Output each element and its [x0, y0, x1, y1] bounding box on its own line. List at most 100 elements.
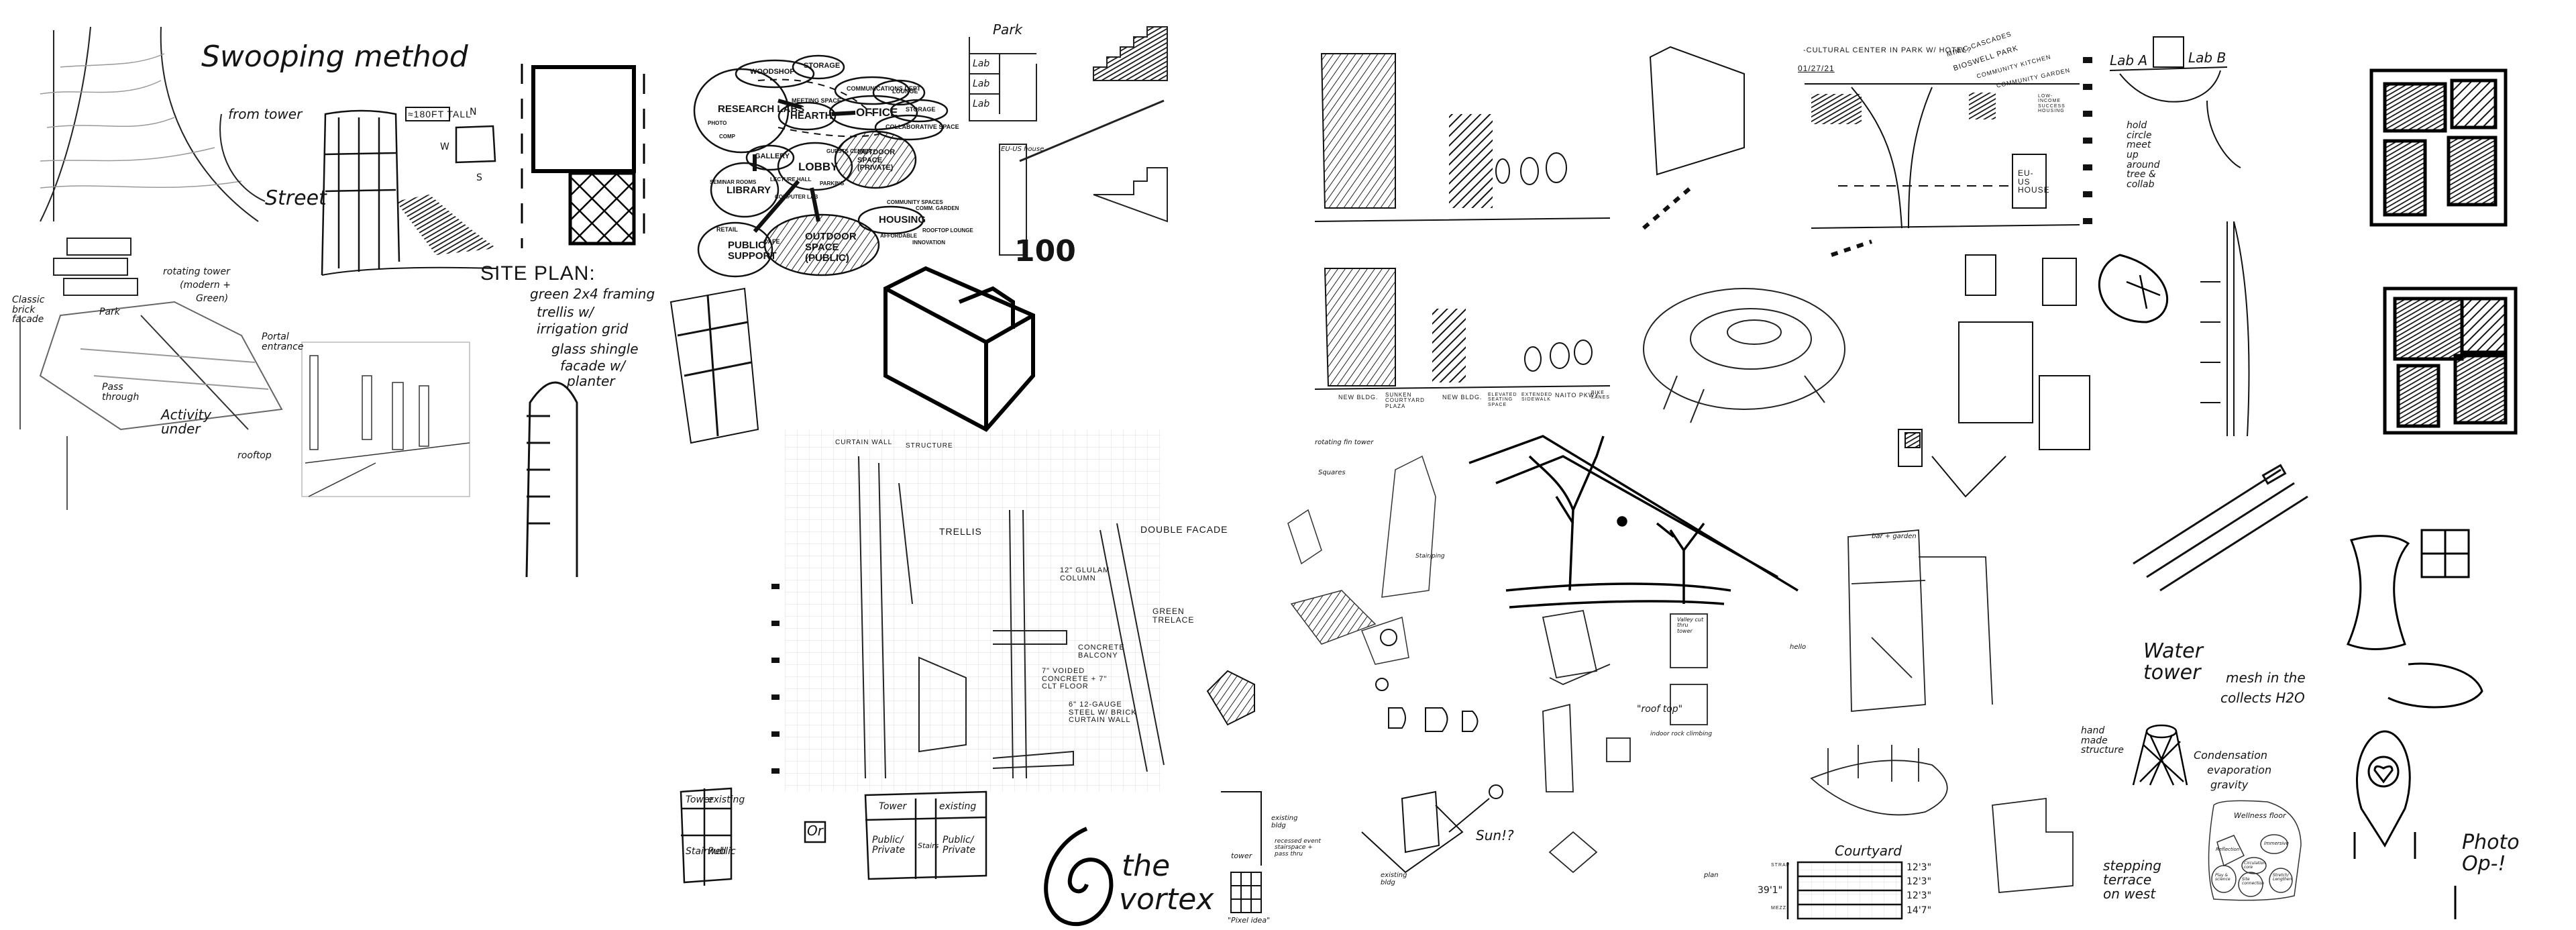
stepped-massing-sketch	[1810, 529, 2074, 893]
bubble-retail: Retail	[716, 226, 738, 233]
diagram-or: Or	[807, 823, 823, 839]
notebook-binding-right	[2083, 57, 2092, 224]
from-tower-label: from tower	[228, 106, 303, 122]
brick-facade-label: Classic brick facade	[12, 295, 45, 325]
pass-through-label: Pass through	[102, 382, 140, 403]
rotating-tower-label-2: (modern +	[180, 280, 231, 291]
portal-entrance-label: Portal entrance	[262, 331, 304, 352]
street-sunken-plaza: SUNKEN COURTYARD PLAZA	[1385, 392, 1425, 409]
bubble-woodshop: Woodshop	[750, 68, 795, 76]
climbing-tower-sketches	[1542, 609, 1708, 874]
bubble-gallery: Gallery	[755, 152, 790, 160]
bubble-storage-top: Storage	[804, 62, 841, 70]
wellness-site: Site connection	[2242, 877, 2265, 886]
wall-section-sketch	[785, 429, 1165, 792]
location-pin-heart-sketch	[2353, 730, 2457, 919]
section-euus-label: EU-US house	[1001, 146, 1044, 153]
cultural-question: -CULTURAL CENTER IN PARK W/ HOTEL?	[1803, 46, 1972, 54]
double-facade-label: Double facade	[1140, 524, 1228, 535]
bubble-comp: Comp	[719, 134, 735, 140]
floor-height-2: 12'3"	[1907, 876, 1932, 887]
lab-section-sketch	[969, 26, 1168, 256]
west-label: W	[440, 142, 449, 152]
site-plan-line2: trellis w/	[537, 304, 594, 320]
gravity-label: gravity	[2210, 778, 2249, 791]
sun-study-sketch	[1206, 629, 1503, 913]
diagram-public: Public	[708, 846, 736, 857]
bar-garden-label: bar + garden	[1872, 533, 1917, 540]
existing-bldg-label-2: existing bldg	[1271, 815, 1298, 829]
valley-cut-label: Valley cut thru tower	[1677, 617, 1704, 634]
diagram-existing: existing	[708, 794, 745, 805]
hatched-plan-squares	[2369, 68, 2518, 435]
diagram-existing-2: existing	[939, 801, 977, 812]
bubble-outdoor-private: Outdoor Space (Private)	[857, 148, 896, 172]
notebook-binding-left	[771, 584, 780, 774]
street-new-bldg-2: NEW BLDG.	[1442, 394, 1483, 401]
swirl-plan-sketch	[1643, 288, 1845, 423]
trees-diagram	[1468, 435, 1799, 609]
mezz-label: MEZZ	[1771, 906, 1787, 911]
wellness-play: Play & science	[2215, 873, 2231, 882]
curtain-wall-label: Curtain wall	[835, 439, 893, 446]
bubble-parking: Parking	[820, 180, 845, 187]
collects-label: collects H2O	[2220, 690, 2305, 706]
north-label: N	[470, 107, 477, 117]
diagram-stairwell: Stairwell	[686, 846, 727, 857]
bubble-cafe: Cafe	[763, 238, 780, 245]
glulam-column-label: 12" GLULAM COLUMN	[1060, 566, 1110, 582]
rotating-tower-sketch	[19, 238, 283, 510]
section-park-label: Park	[993, 21, 1023, 38]
bubble-research-labs: Research Labs	[718, 103, 805, 115]
recessed-stair-label: recessed event stairspace + pass thru	[1275, 838, 1321, 858]
bubble-seminar: Seminar Rooms	[710, 179, 757, 185]
evaporation-label: evaporation	[2207, 764, 2272, 776]
wellness-stretch: Stretch/ Lengthen	[2273, 873, 2292, 882]
section-lab-3: Lab	[973, 99, 990, 109]
water-tower-sketch	[2098, 254, 2188, 786]
site-plan-title: SITE PLAN:	[480, 262, 596, 285]
activity-under-label: Activity under	[161, 407, 212, 437]
bubble-outdoor-public: Outdoor Space (Public)	[805, 231, 857, 264]
bubble-computer-lab: Computer Lab	[775, 194, 818, 200]
facade-line2: facade w/	[560, 358, 626, 374]
bubble-innovation: Innovation	[912, 240, 946, 246]
street-section-sketch	[1314, 53, 1611, 390]
stair-label: Stair/ping	[1415, 553, 1445, 560]
diagram-tower-2: Tower	[879, 801, 907, 812]
wellness-immersive: Immersive	[2264, 841, 2289, 846]
shape-studies	[1898, 254, 2090, 498]
structure-label: Structure	[906, 442, 953, 450]
hourglass-sketch	[2346, 529, 2483, 709]
rotating-tower-label: rotating tower	[163, 266, 230, 277]
existing-bldg-label: existing bldg	[1381, 872, 1407, 886]
bubble-housing: Housing	[879, 214, 926, 225]
bubble-hearth: Hearth	[790, 110, 833, 121]
bubble-lobby: Lobby	[798, 160, 839, 173]
south-label: S	[476, 172, 482, 183]
glass-facade-sketch	[525, 287, 759, 578]
street-elevated-seating: ELEVATED SEATING SPACE	[1488, 393, 1517, 407]
swooping-title: Swooping method	[201, 40, 468, 74]
bubble-office: Office	[856, 106, 898, 119]
stepping-terrace-label: stepping terrace on west	[2103, 858, 2161, 902]
bubble-comm-garden: Comm. Garden	[916, 205, 959, 211]
site-plan-line3: irrigation grid	[537, 321, 629, 337]
bubble-public-support: Public Support	[728, 240, 777, 262]
strap-label: STRAP	[1771, 863, 1790, 868]
hand-made-label: hand made structure	[2081, 725, 2124, 756]
indoor-climbing-label: indoor rock climbing	[1650, 731, 1713, 737]
cultural-low-income: LOW-INCOME SUCCESS HOUSING	[2038, 94, 2065, 114]
water-tower-title: Water tower	[2143, 639, 2203, 684]
rotating-tower-label-3: Green)	[196, 293, 229, 304]
wellness-title: Wellness floor	[2234, 811, 2286, 820]
bubble-guest: Guests Center	[826, 148, 873, 154]
bubble-diagram	[693, 54, 949, 278]
bubble-rooftop-lounge: Rooftop Lounge	[922, 227, 973, 234]
floor-height-4: 14'7"	[1907, 905, 1932, 916]
street-new-bldg: NEW BLDG.	[1338, 394, 1379, 401]
steel-curtain-label: 6" 12-GAUGE STEEL W/ BRICK CURTAIN WALL	[1069, 701, 1137, 725]
sun-label: Sun!?	[1476, 827, 1514, 843]
